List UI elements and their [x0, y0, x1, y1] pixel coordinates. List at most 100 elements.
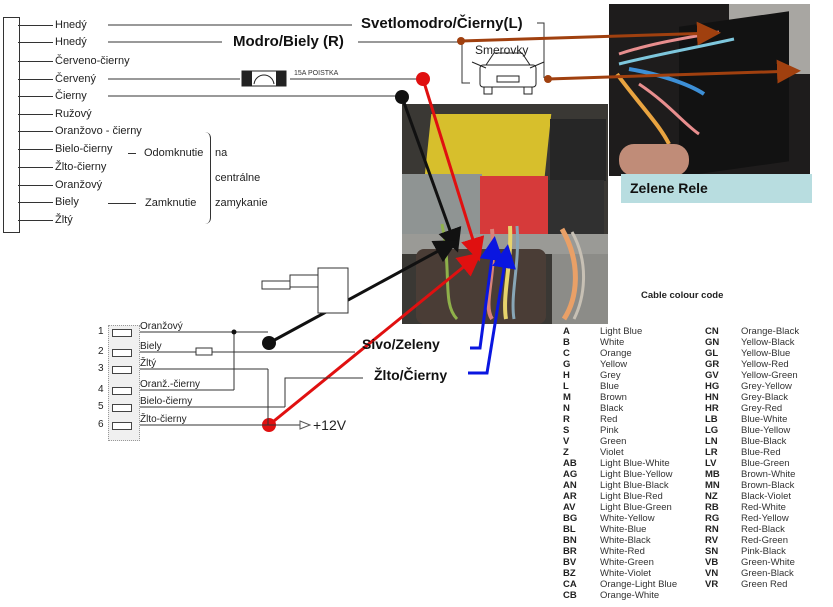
colour-name: Orange-White	[600, 590, 660, 601]
pin-slot	[112, 422, 132, 430]
colour-code: GL	[705, 348, 719, 359]
colour-name: Red-Yellow	[741, 513, 789, 524]
black-relay	[550, 119, 606, 181]
colour-name: Green Red	[741, 579, 788, 590]
colour-code: RB	[705, 502, 719, 513]
wire-label: Čierny	[55, 90, 87, 102]
wire-stub	[18, 61, 53, 62]
power-label: +12V	[313, 417, 347, 433]
wire-label: Ružový	[55, 108, 92, 120]
wire-label: Hnedý	[55, 36, 87, 48]
pin-slot	[112, 329, 132, 337]
colour-code: AG	[563, 469, 578, 480]
pin-number: 1	[98, 326, 104, 337]
colour-name: White-Green	[600, 557, 654, 568]
pin-number: 5	[98, 401, 104, 412]
colour-code: G	[563, 359, 571, 370]
colour-name: Black	[600, 403, 624, 414]
colour-name: Yellow	[600, 359, 628, 370]
colour-code: HN	[705, 392, 719, 403]
pin-number: 2	[98, 346, 104, 357]
wire-label: Hnedý	[55, 19, 87, 31]
colour-name: Orange-Black	[741, 326, 800, 337]
callout-light-blue-black: Svetlomodro/Čierny(L)	[361, 15, 523, 32]
colour-code: MN	[705, 480, 720, 491]
colour-code: SN	[705, 546, 719, 557]
colour-code: GN	[705, 337, 720, 348]
colour-name: Yellow-Green	[741, 370, 798, 381]
colour-code: S	[563, 425, 570, 436]
colour-code: LB	[705, 414, 718, 425]
pin-number: 3	[98, 363, 104, 374]
wire-stub	[18, 114, 53, 115]
indicators-label: Smerovky	[475, 43, 529, 57]
colour-code: LN	[705, 436, 718, 447]
colour-name: Light Blue-Green	[600, 502, 672, 513]
colour-code: MB	[705, 469, 720, 480]
colour-name: Light Blue-Black	[600, 480, 669, 491]
colour-name: Brown	[600, 392, 627, 403]
colour-code: CN	[705, 326, 719, 337]
pin-wire-label: Žlto-čierny	[140, 414, 187, 425]
wire-stub	[18, 96, 53, 97]
colour-code: AR	[563, 491, 577, 502]
resistor-icon	[195, 347, 213, 356]
colour-name: Red-Green	[741, 535, 788, 546]
colour-code: LR	[705, 447, 718, 458]
black-connector	[548, 180, 604, 242]
wire-stub	[18, 202, 53, 203]
wire-stub	[18, 79, 53, 80]
colour-name: Pink-Black	[741, 546, 786, 557]
colour-code: AV	[563, 502, 576, 513]
colour-name: Orange	[600, 348, 632, 359]
car-icon	[471, 52, 545, 95]
colour-code: B	[563, 337, 570, 348]
colour-name: Yellow-Black	[741, 337, 795, 348]
wire-label: Oranžovo - čierny	[55, 125, 142, 137]
fuse-icon	[241, 70, 287, 87]
relay-label-box: Zelene Rele	[621, 174, 812, 203]
wire-label: Oranžový	[55, 179, 103, 191]
pin-slot	[112, 387, 132, 395]
black-marker-top	[395, 90, 409, 104]
colour-name: Pink	[600, 425, 619, 436]
colour-code: VR	[705, 579, 719, 590]
pin-wire-label: Oranžový	[140, 321, 183, 332]
colour-code: AN	[563, 480, 577, 491]
callout-blue-white: Modro/Biely (R)	[233, 33, 344, 50]
callout-yellow-black: Žlto/Čierny	[374, 367, 448, 383]
lock-label: Zamknutie	[145, 197, 197, 209]
wire-stub	[18, 42, 53, 43]
colour-name: Light Blue	[600, 326, 643, 337]
colour-name: White-Blue	[600, 524, 647, 535]
pin-number: 4	[98, 384, 104, 395]
fuse-label: 15A POISTKA	[294, 70, 339, 77]
colour-name: Red	[600, 414, 618, 425]
colour-code: Z	[563, 447, 569, 458]
colour-name: Green-White	[741, 557, 795, 568]
pin-wire-label: Bielo-čierny	[140, 396, 193, 407]
colour-code: C	[563, 348, 570, 359]
wire-label: Žltý	[55, 214, 73, 226]
dash-lock	[108, 203, 136, 204]
wire-stub	[18, 185, 53, 186]
hand	[619, 144, 689, 176]
fuse-box-photo	[402, 104, 608, 324]
colour-name: White-Black	[600, 535, 651, 546]
colour-code: N	[563, 403, 570, 414]
wire-stub	[18, 25, 53, 26]
red-marker-bottom	[262, 418, 276, 432]
wire-label: Červený	[55, 73, 96, 85]
relay-label: Zelene Rele	[630, 180, 708, 196]
wire-stub	[18, 131, 53, 132]
unlock-label: Odomknutie	[144, 147, 204, 159]
colour-name: Orange-Light Blue	[600, 579, 678, 590]
colour-name: Blue	[600, 381, 620, 392]
colour-name: Violet	[600, 447, 624, 458]
colour-code: RG	[705, 513, 720, 524]
colour-code: NZ	[705, 491, 718, 502]
colour-code: LV	[705, 458, 717, 469]
colour-code: L	[563, 381, 569, 392]
colour-code: HR	[705, 403, 719, 414]
door-actuator-icon	[261, 267, 349, 314]
